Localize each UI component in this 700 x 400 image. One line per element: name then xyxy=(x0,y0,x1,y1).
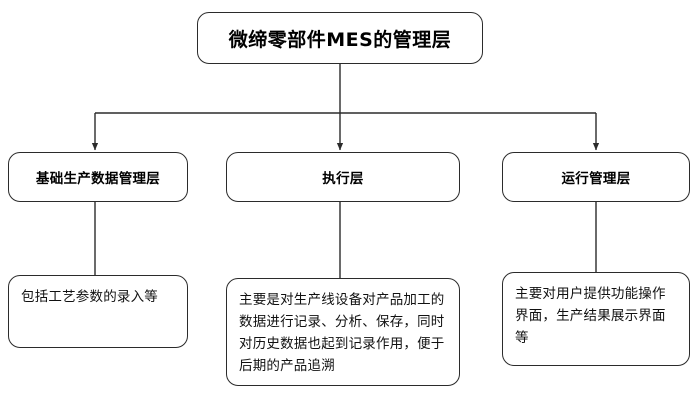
description-node-text: 主要是对生产线设备对产品加工的数据进行记录、分析、保存，同时对历史数据也起到记录… xyxy=(239,292,445,374)
root-node-label: 微缔零部件MES的管理层 xyxy=(228,28,452,51)
description-node-base-production-data[interactable]: 包括工艺参数的录入等 xyxy=(8,275,188,348)
description-node-text: 包括工艺参数的录入等 xyxy=(21,289,158,305)
layer-node-operation-management[interactable]: 运行管理层 xyxy=(502,152,690,202)
layer-node-execution[interactable]: 执行层 xyxy=(226,152,460,202)
layer-node-label: 基础生产数据管理层 xyxy=(35,171,161,187)
description-node-execution[interactable]: 主要是对生产线设备对产品加工的数据进行记录、分析、保存，同时对历史数据也起到记录… xyxy=(226,278,460,386)
description-node-text: 主要对用户提供功能操作界面，生产结果展示界面等 xyxy=(515,286,666,346)
layer-node-label: 运行管理层 xyxy=(561,171,631,187)
description-node-operation-management[interactable]: 主要对用户提供功能操作界面，生产结果展示界面等 xyxy=(502,272,690,366)
root-node-management-layer[interactable]: 微缔零部件MES的管理层 xyxy=(197,12,483,64)
layer-node-label: 执行层 xyxy=(322,171,364,187)
layer-node-base-production-data[interactable]: 基础生产数据管理层 xyxy=(8,152,188,202)
